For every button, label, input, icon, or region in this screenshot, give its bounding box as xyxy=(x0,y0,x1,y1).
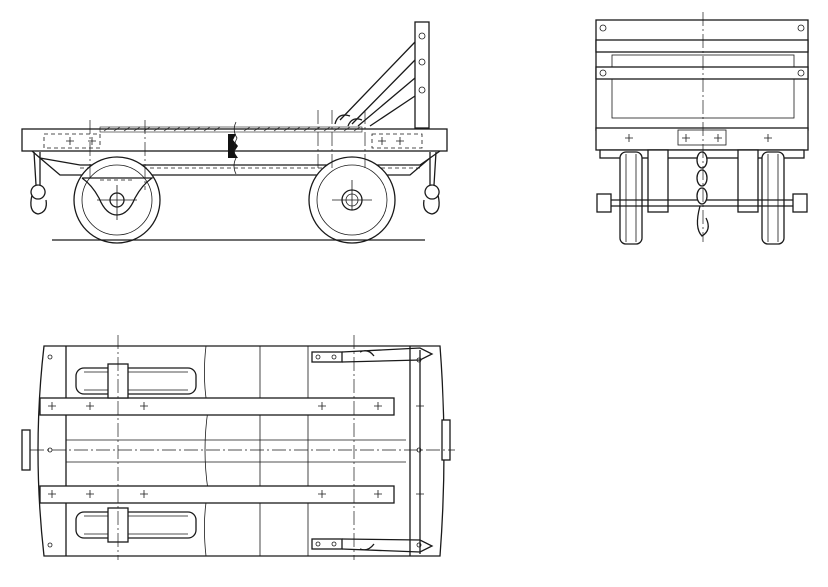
tow-handle xyxy=(334,21,430,129)
deck-planking-hatch xyxy=(99,126,363,133)
end-elevation-view xyxy=(595,12,809,245)
hook-left xyxy=(30,151,47,215)
side-elevation-view xyxy=(21,21,448,244)
cross-member-bottom xyxy=(39,485,395,504)
hook-right xyxy=(423,151,440,215)
plan-wheel-top xyxy=(75,363,197,399)
handle-bracket-top xyxy=(311,347,434,363)
tow-chain xyxy=(696,151,709,237)
caster-wheel xyxy=(73,156,161,244)
plan-view xyxy=(21,335,455,560)
fixed-wheel xyxy=(308,156,396,244)
cross-member-top xyxy=(39,397,395,416)
wheel-left xyxy=(619,151,643,245)
plan-wheel-bottom xyxy=(75,507,197,543)
break-line-section xyxy=(228,134,238,158)
handle-bracket-bottom xyxy=(311,538,434,553)
wheel-right xyxy=(761,151,785,245)
